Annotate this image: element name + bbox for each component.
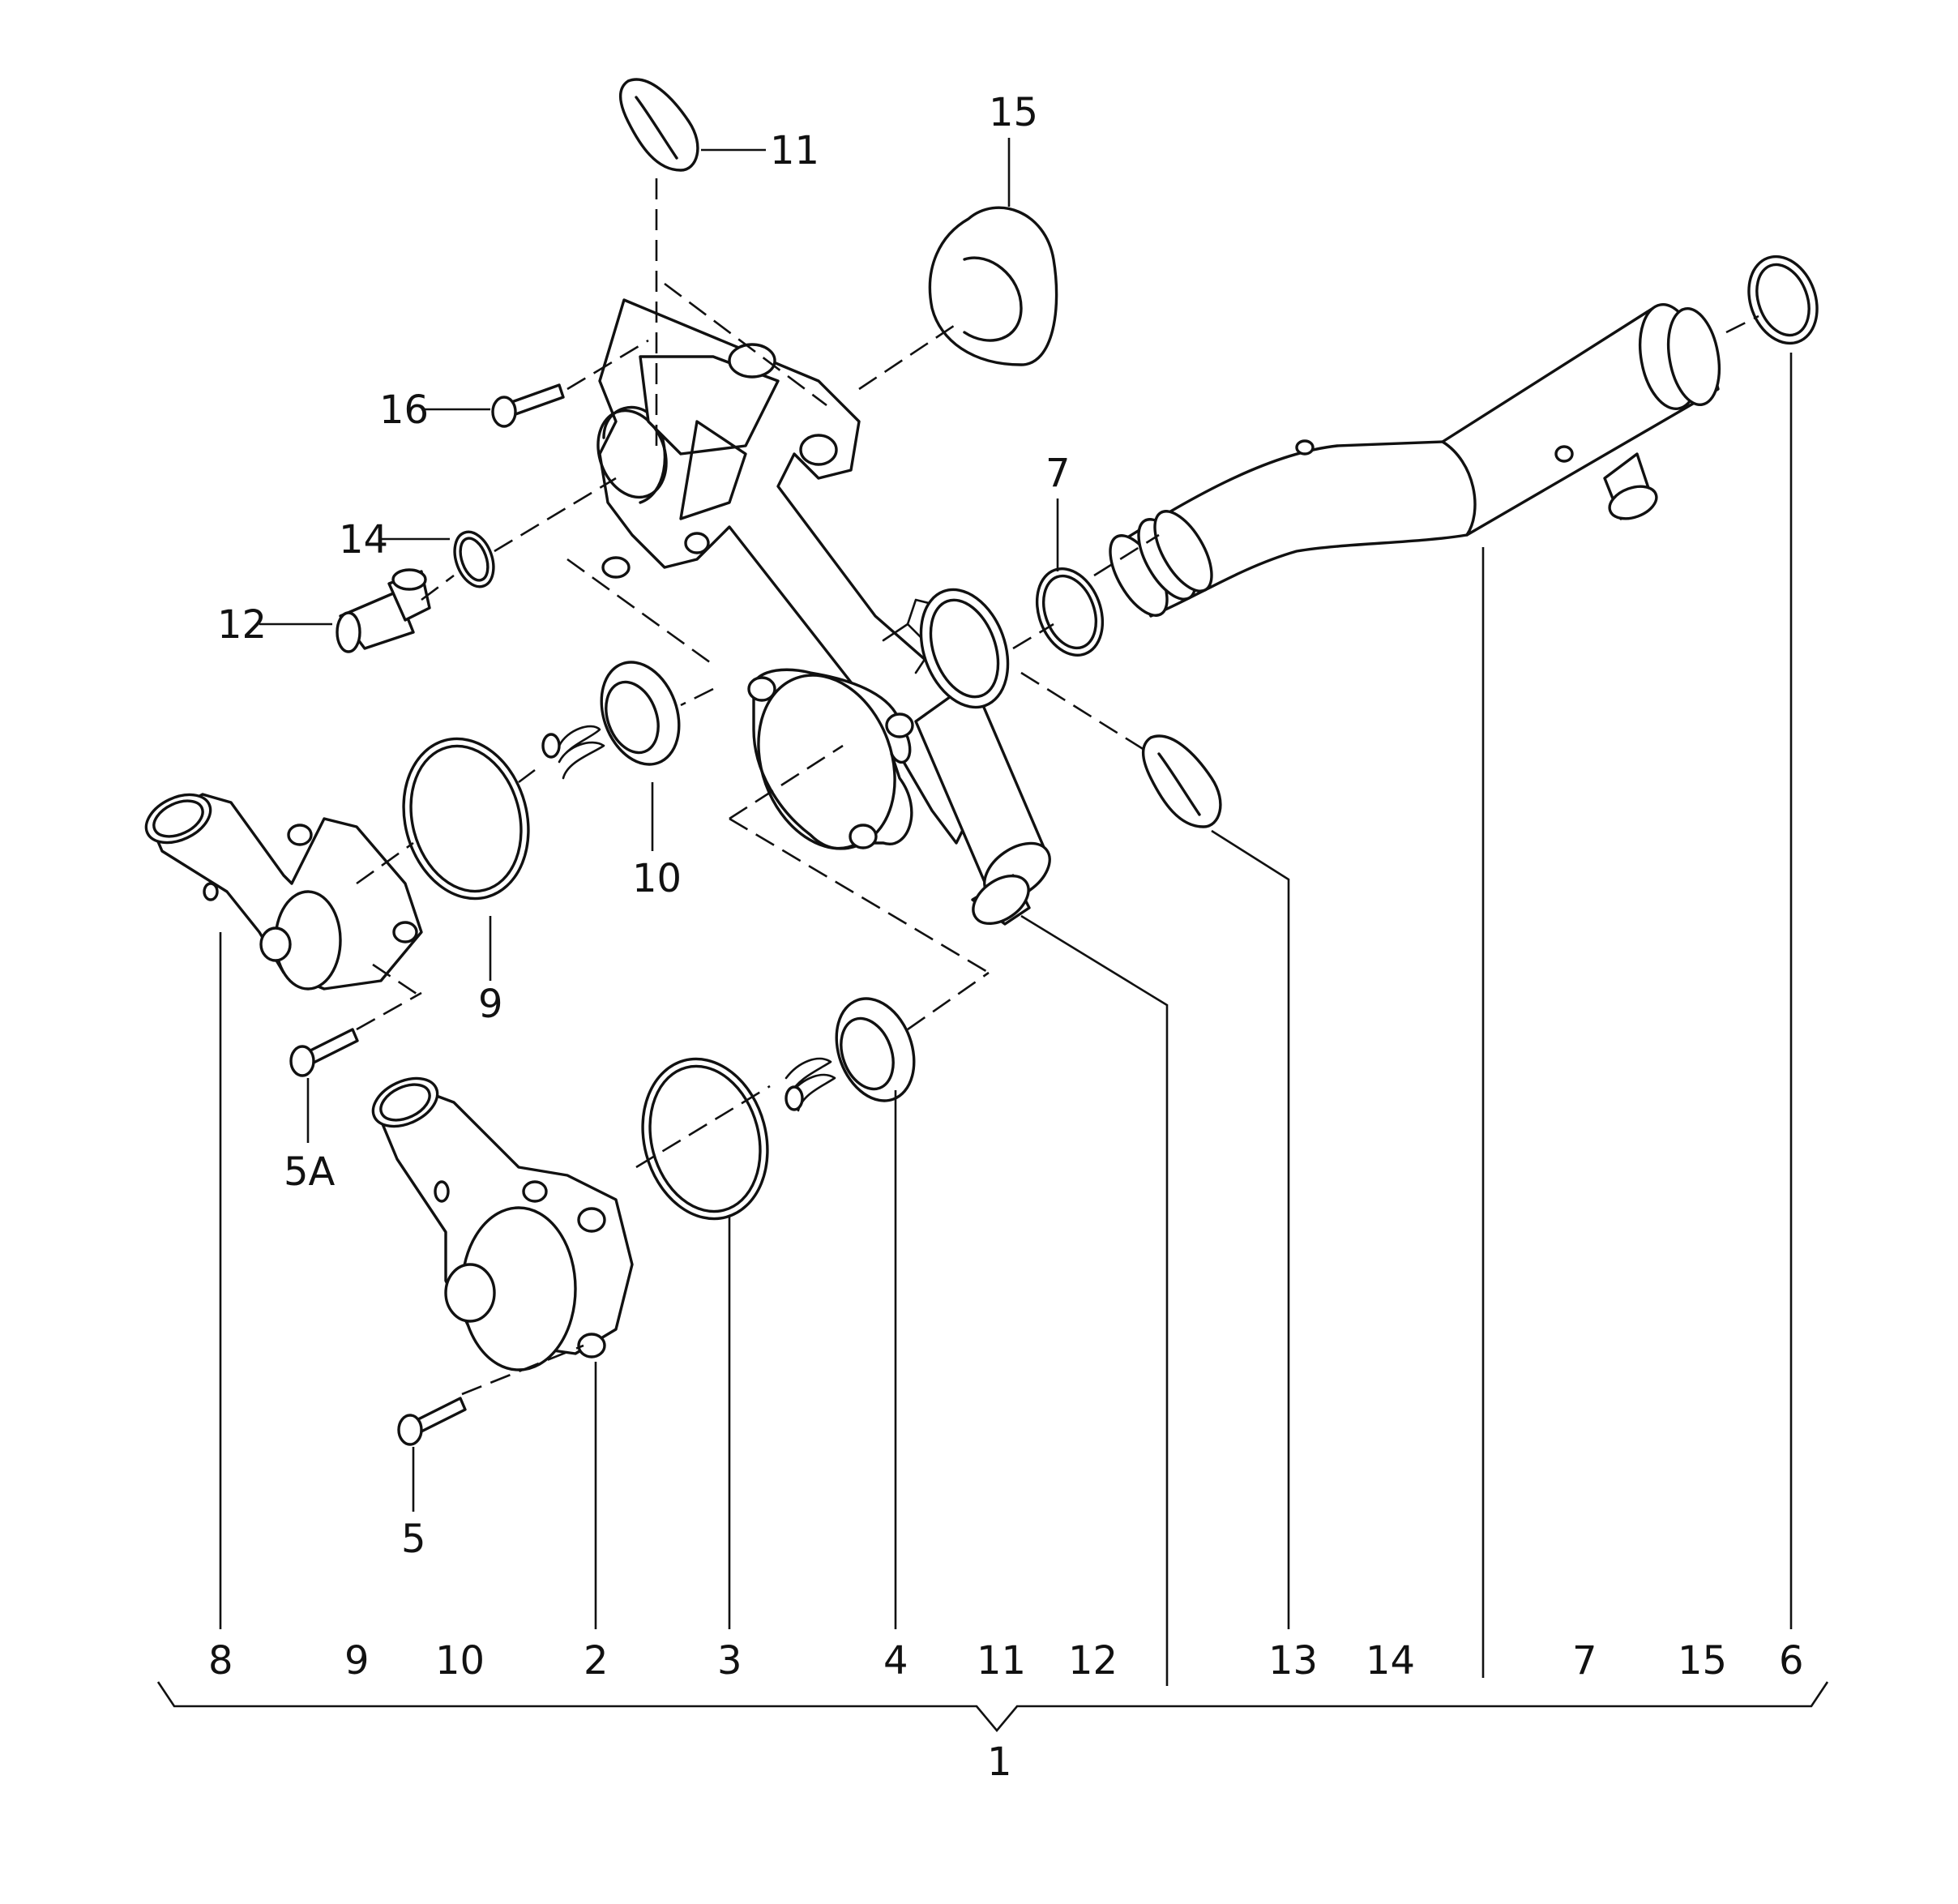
thermostat-4 — [784, 997, 916, 1112]
row-label-14: 14 — [1366, 1638, 1415, 1684]
row-label-11: 11 — [977, 1638, 1026, 1684]
callout-7-top: 7 — [1045, 451, 1071, 496]
row-label-4: 4 — [883, 1638, 908, 1684]
callout-9-mid: 9 — [478, 982, 503, 1027]
thermostat-housing-8 — [144, 793, 423, 991]
retaining-clip-13 — [1141, 734, 1222, 828]
callout-labels: 11 15 16 14 12 7 10 9 5A 5 — [217, 90, 1071, 1562]
bolt-16 — [491, 383, 565, 428]
callout-11-top: 11 — [770, 128, 819, 173]
row-label-6: 6 — [1779, 1638, 1804, 1684]
callout-16: 16 — [379, 387, 429, 433]
row-label-13: 13 — [1268, 1638, 1318, 1684]
bolt-5 — [397, 1397, 467, 1446]
assembly-row: 8 9 10 2 3 4 11 12 13 14 7 15 6 1 — [208, 1638, 1804, 1785]
assembly-axes — [356, 178, 1759, 1396]
thermostat-10 — [541, 661, 681, 780]
group-bracket — [156, 1681, 1829, 1733]
gasket-15-top — [928, 206, 1058, 366]
row-label-15: 15 — [1678, 1638, 1727, 1684]
group-label-1: 1 — [987, 1739, 1012, 1785]
bolt-5a — [289, 1028, 359, 1077]
row-label-7: 7 — [1572, 1638, 1597, 1684]
retaining-clip-11 — [618, 78, 699, 172]
o-ring-14 — [453, 530, 495, 588]
leader-lines — [219, 138, 1793, 1686]
o-ring-3 — [641, 1057, 769, 1221]
o-ring-6 — [1747, 255, 1819, 345]
row-label-3: 3 — [717, 1638, 742, 1684]
row-label-9: 9 — [344, 1638, 370, 1684]
row-label-2: 2 — [584, 1638, 609, 1684]
row-label-10: 10 — [435, 1638, 485, 1684]
coolant-pipe — [1109, 302, 1721, 618]
thermostat-cover-flange — [747, 668, 914, 850]
row-label-8: 8 — [208, 1638, 233, 1684]
thermostat-housing-2 — [371, 1076, 634, 1371]
row-label-12: 12 — [1068, 1638, 1118, 1684]
callout-14-top: 14 — [339, 517, 388, 563]
callout-5a: 5A — [284, 1149, 336, 1195]
o-ring-7 — [1035, 567, 1105, 657]
callout-5: 5 — [401, 1517, 426, 1562]
callout-10-mid: 10 — [632, 856, 682, 901]
callout-12-top: 12 — [217, 602, 267, 648]
o-ring-9 — [402, 737, 530, 901]
callout-15-top: 15 — [989, 90, 1038, 135]
temperature-sensor-12 — [336, 568, 431, 653]
